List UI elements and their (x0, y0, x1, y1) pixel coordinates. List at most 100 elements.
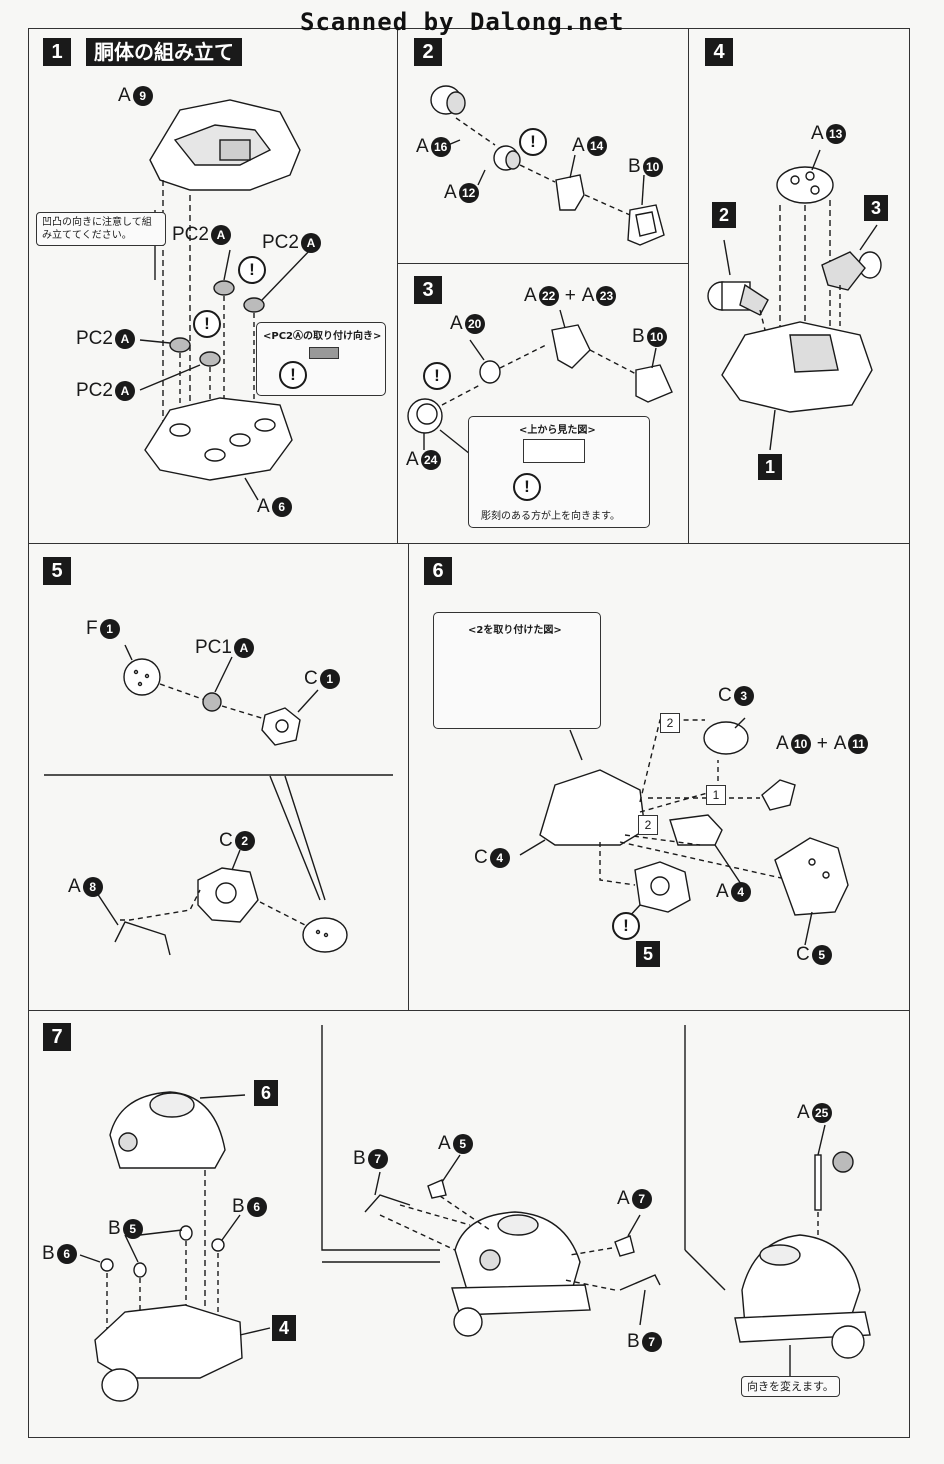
step7-number: 7 (43, 1023, 71, 1051)
ref-step3-badge: 3 (864, 195, 888, 221)
full-body-right-illustration (734, 1234, 871, 1359)
attached-view-title: <2を取り付けた図> (468, 625, 562, 636)
step1-number: 1 (43, 38, 71, 66)
full-body-mid-illustration (451, 1211, 591, 1337)
a7-clip-illustration (614, 1235, 635, 1257)
step3-number: 3 (414, 276, 442, 304)
pc2-orientation-box: <PC2Ⓐの取り付け向き> ! (256, 322, 386, 396)
caution-icon: ! (612, 912, 640, 940)
b6-clip-illustration-2 (211, 1238, 225, 1252)
ball-cover-illustration (302, 917, 348, 953)
attached-view-box: <2を取り付けた図> (433, 612, 601, 729)
a16-joint-illustration (430, 85, 466, 115)
scan-watermark: Scanned by Dalong.net (300, 8, 625, 36)
caution-icon: ! (519, 128, 547, 156)
c2-socket-frame-illustration (197, 867, 259, 923)
thruster-right-illustration (821, 251, 882, 291)
step6-number: 6 (424, 557, 452, 585)
b10-frame-illustration (627, 204, 665, 246)
ref-step4-badge: 4 (272, 1315, 296, 1341)
torso-assembly-illustration (721, 321, 873, 413)
a10-a11-clip-illustration (761, 779, 796, 811)
caution-icon: ! (238, 256, 266, 284)
a8-handle-illustration (114, 921, 171, 956)
top-view-shape (523, 439, 585, 463)
step2-number: 2 (414, 38, 442, 66)
dome-6-illustration (109, 1091, 226, 1169)
pc2-parts-illustration (169, 280, 265, 367)
alignment-note: 凹凸の向きに注意して組み立ててください。 (36, 212, 166, 246)
turn-direction-note: 向きを変えます。 (741, 1376, 840, 1397)
a5-clip-illustration (427, 1179, 447, 1199)
step5-number: 5 (43, 557, 71, 585)
ref-step6-badge: 6 (254, 1080, 278, 1106)
b10-frame-illustration-3 (635, 364, 673, 403)
base-4-illustration (94, 1304, 243, 1402)
caution-icon: ! (513, 473, 541, 501)
b6-clip-illustration (100, 1258, 114, 1272)
a4-block-illustration (669, 814, 723, 846)
a20-disc-illustration (479, 360, 501, 384)
b7-rail-illustration (364, 1194, 411, 1213)
caution-icon: ! (193, 310, 221, 338)
torso-top-plate-illustration (149, 99, 301, 191)
top-view-text: 彫刻のある方が上を向きます。 (481, 511, 620, 522)
step5-unit-illustration (634, 861, 691, 913)
a14-bracket-illustration (555, 174, 585, 211)
step7-frame (28, 1010, 910, 1438)
f1-ball-illustration (123, 658, 161, 696)
a25-antenna-illustration (814, 1151, 854, 1211)
caution-icon: ! (423, 362, 451, 390)
pc1-ball-illustration (202, 692, 222, 712)
caution-icon: ! (279, 361, 307, 389)
c4-hemisphere-illustration (539, 769, 646, 846)
torso-bottom-plate-illustration (144, 397, 293, 481)
ref-step2-badge: 2 (712, 202, 736, 228)
b7-rail-illustration-2 (619, 1274, 661, 1291)
b5-clip-illustration (133, 1225, 193, 1278)
a22-a23-joint-illustration (551, 324, 591, 369)
a24-ring-illustration (407, 398, 443, 434)
c3-disc-illustration (703, 721, 749, 755)
c5-hemisphere-illustration (774, 837, 849, 916)
ref-step1-badge: 1 (758, 454, 782, 480)
c1-socket-illustration (261, 707, 301, 746)
order-1-badge: 1 (706, 785, 726, 805)
a13-top-cap-illustration (776, 166, 834, 204)
pc2-orientation-title: <PC2Ⓐの取り付け向き> (263, 331, 382, 342)
step1-title: 胴体の組み立て (86, 38, 242, 66)
top-view-title: <上から見た図> (519, 425, 596, 436)
order-2-badge: 2 (660, 713, 680, 733)
order-2-badge: 2 (638, 815, 658, 835)
